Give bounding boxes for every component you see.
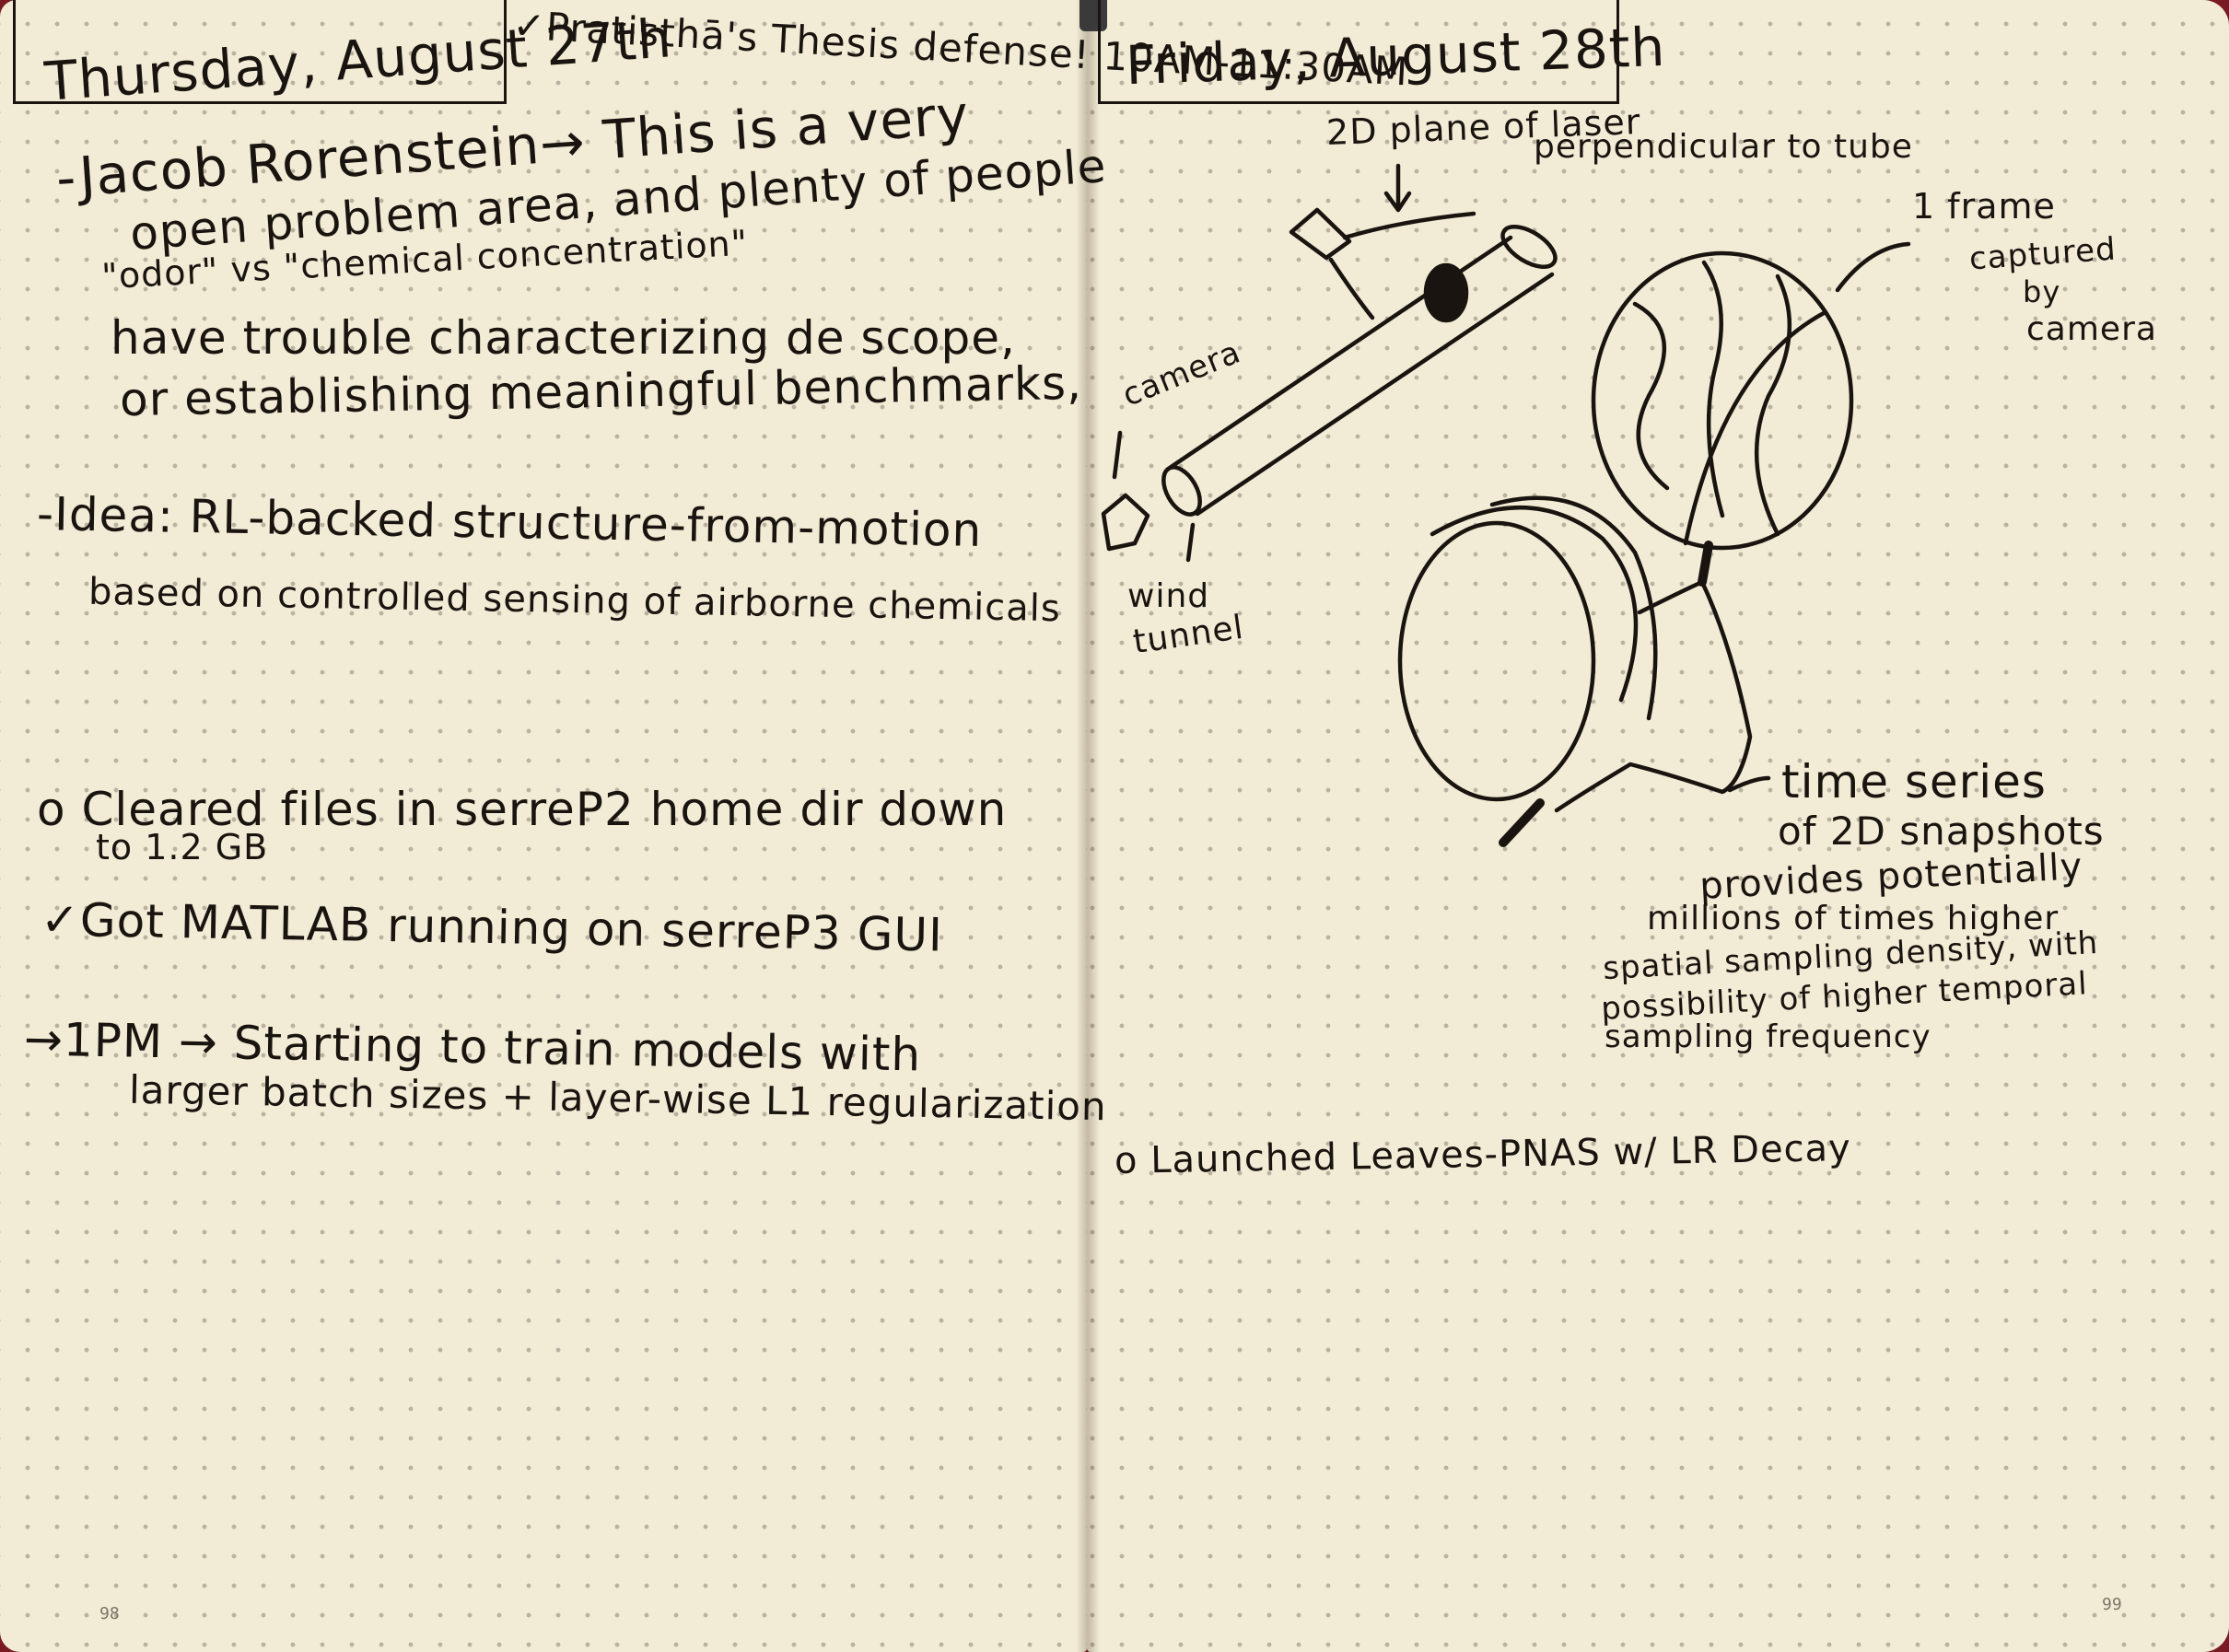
laser-beam xyxy=(1328,211,1476,320)
note-line-9: to 1.2 GB xyxy=(96,827,269,867)
tube-back-opening xyxy=(1500,225,1558,269)
frame-label-4: camera xyxy=(2026,310,2157,348)
snapshot-tail xyxy=(1499,798,1545,847)
frame-streak-3 xyxy=(1754,273,1792,537)
laser-arrow-icon xyxy=(1383,163,1412,213)
frame-streak-4 xyxy=(1683,310,1826,546)
snapshot-cone xyxy=(1554,579,1753,813)
notebook-gutter xyxy=(1076,0,1100,1652)
frame-streak-2 xyxy=(1701,260,1725,518)
left-page-number: 98 xyxy=(99,1604,120,1623)
snapshot-disc-front xyxy=(1397,520,1596,802)
frame-streak-1 xyxy=(1632,301,1670,491)
frame-connector xyxy=(1698,541,1713,587)
time-series-label: time series xyxy=(1781,755,2047,809)
frame-circle xyxy=(1591,250,1854,551)
laser-spot xyxy=(1423,262,1469,323)
bookmark-ribbon xyxy=(1079,0,1107,31)
tube-front-opening xyxy=(1161,465,1202,517)
frame-pointer xyxy=(1835,241,1911,293)
snapshots-label: of 2D snapshots xyxy=(1778,809,2105,854)
right-note-2: millions of times higher xyxy=(1647,900,2060,937)
laser-perpendicular-label: perpendicular to tube xyxy=(1534,128,1913,166)
right-date-box xyxy=(1098,0,1619,104)
left-date-box xyxy=(13,0,507,104)
frame-label-3: by xyxy=(2023,274,2061,309)
wind-tunnel-tube xyxy=(1167,235,1555,517)
time-series-pointer xyxy=(1727,775,1771,793)
right-note-5: sampling frequency xyxy=(1605,1018,1931,1055)
note-line-4: have trouble characterizing de scope, xyxy=(111,311,1016,365)
wind-label: wind xyxy=(1127,577,1210,615)
wind-tunnel-pointer xyxy=(1185,522,1196,563)
note-line-8: o Cleared files in serreP2 home dir down xyxy=(37,783,1008,836)
snapshot-disc-3 xyxy=(1489,495,1658,721)
snapshot-disc-2 xyxy=(1430,505,1639,703)
left-notebook-page xyxy=(0,0,1087,1652)
frame-label-1: 1 frame xyxy=(1912,186,2056,227)
right-page-number: 99 xyxy=(2102,1595,2122,1614)
camera-icon xyxy=(1101,493,1150,552)
camera-pointer xyxy=(1112,430,1123,480)
laser-device-icon xyxy=(1289,207,1352,261)
